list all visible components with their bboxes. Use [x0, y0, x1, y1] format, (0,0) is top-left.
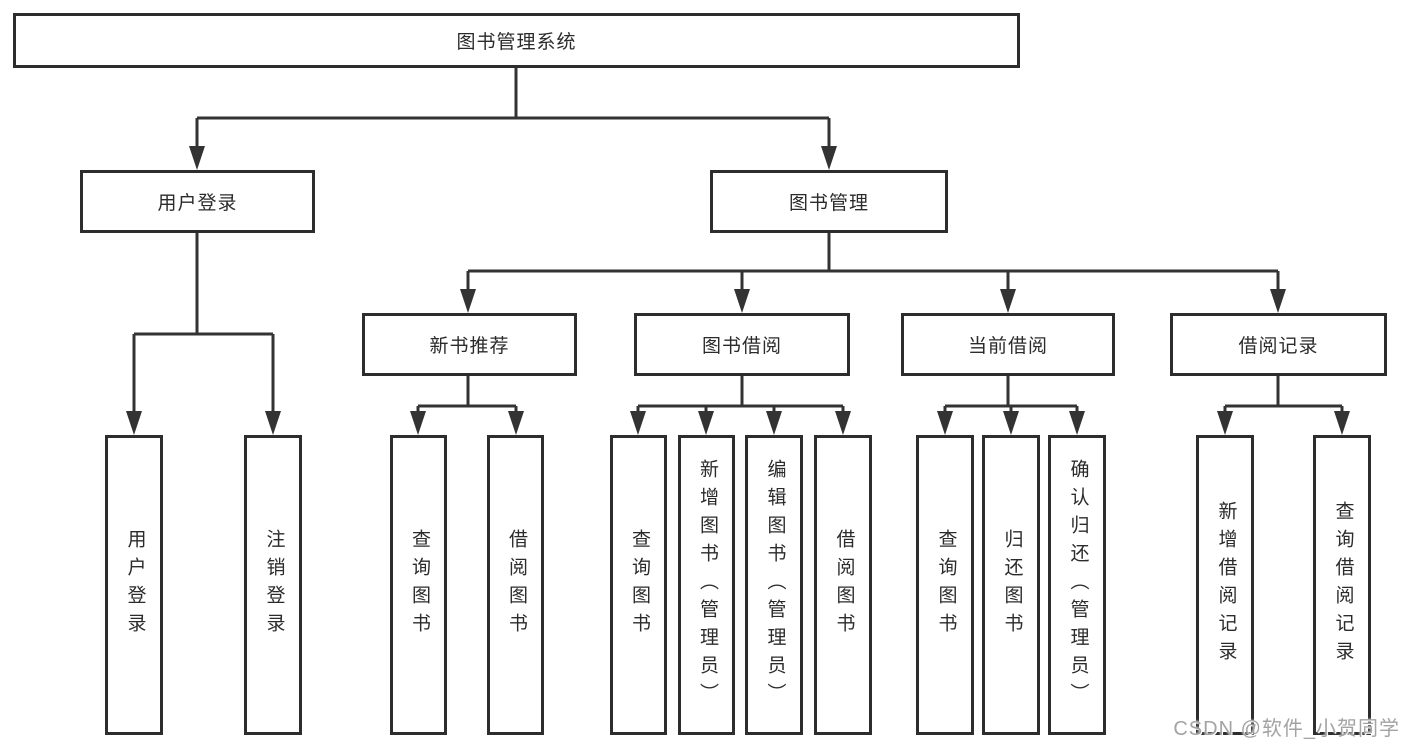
leaf-borrow-books-recommend-label: 借阅图书 — [505, 529, 527, 641]
leaf-borrow-books-recommend: 借阅图书 — [487, 435, 544, 735]
leaf-edit-books-admin: 编辑图书（管理员） — [745, 435, 803, 735]
leaf-confirm-return-admin: 确认归还（管理员） — [1048, 435, 1106, 735]
leaf-user-login-label: 用户登录 — [124, 529, 146, 641]
node-new-book-recommendation-label: 新书推荐 — [429, 336, 510, 357]
leaf-query-books-recommend-label: 查询图书 — [408, 529, 430, 641]
node-new-book-recommendation: 新书推荐 — [362, 313, 577, 376]
node-book-borrowing: 图书借阅 — [634, 313, 850, 376]
leaf-return-books-label: 归还图书 — [1001, 529, 1023, 641]
leaf-edit-books-admin-label: 编辑图书（管理员） — [764, 459, 786, 711]
node-current-borrowing-label: 当前借阅 — [967, 336, 1048, 357]
node-book-management-module-label: 图书管理 — [788, 193, 869, 214]
leaf-confirm-return-admin-label: 确认归还（管理员） — [1067, 459, 1089, 711]
leaf-query-books-borrow-label: 查询图书 — [628, 529, 650, 641]
node-user-login-module: 用户登录 — [80, 170, 315, 233]
node-book-management-module: 图书管理 — [710, 170, 948, 233]
leaf-query-books-borrow: 查询图书 — [610, 435, 667, 735]
leaf-query-books-recommend: 查询图书 — [390, 435, 447, 735]
leaf-query-borrow-record: 查询借阅记录 — [1313, 435, 1371, 735]
watermark: CSDN @软件_小贺同学 — [1173, 718, 1400, 740]
node-user-login-module-label: 用户登录 — [157, 193, 238, 214]
node-root-label: 图书管理系统 — [456, 32, 577, 53]
leaf-logout: 注销登录 — [244, 435, 302, 735]
leaf-query-books-current-label: 查询图书 — [935, 529, 957, 641]
node-current-borrowing: 当前借阅 — [901, 313, 1115, 376]
leaf-logout-label: 注销登录 — [263, 529, 285, 641]
node-root: 图书管理系统 — [13, 13, 1020, 68]
leaf-user-login: 用户登录 — [105, 435, 163, 735]
leaf-add-borrow-record: 新增借阅记录 — [1196, 435, 1254, 735]
node-borrowing-records-label: 借阅记录 — [1238, 336, 1319, 357]
node-borrowing-records: 借阅记录 — [1170, 313, 1387, 376]
leaf-return-books: 归还图书 — [982, 435, 1040, 735]
node-book-borrowing-label: 图书借阅 — [701, 336, 782, 357]
leaf-borrow-books-borrow-label: 借阅图书 — [833, 529, 855, 641]
leaf-add-books-admin: 新增图书（管理员） — [678, 435, 735, 735]
leaf-query-books-current: 查询图书 — [916, 435, 974, 735]
leaf-add-books-admin-label: 新增图书（管理员） — [696, 459, 718, 711]
leaf-query-borrow-record-label: 查询借阅记录 — [1332, 501, 1354, 669]
leaf-borrow-books-borrow: 借阅图书 — [814, 435, 872, 735]
leaf-add-borrow-record-label: 新增借阅记录 — [1215, 501, 1237, 669]
